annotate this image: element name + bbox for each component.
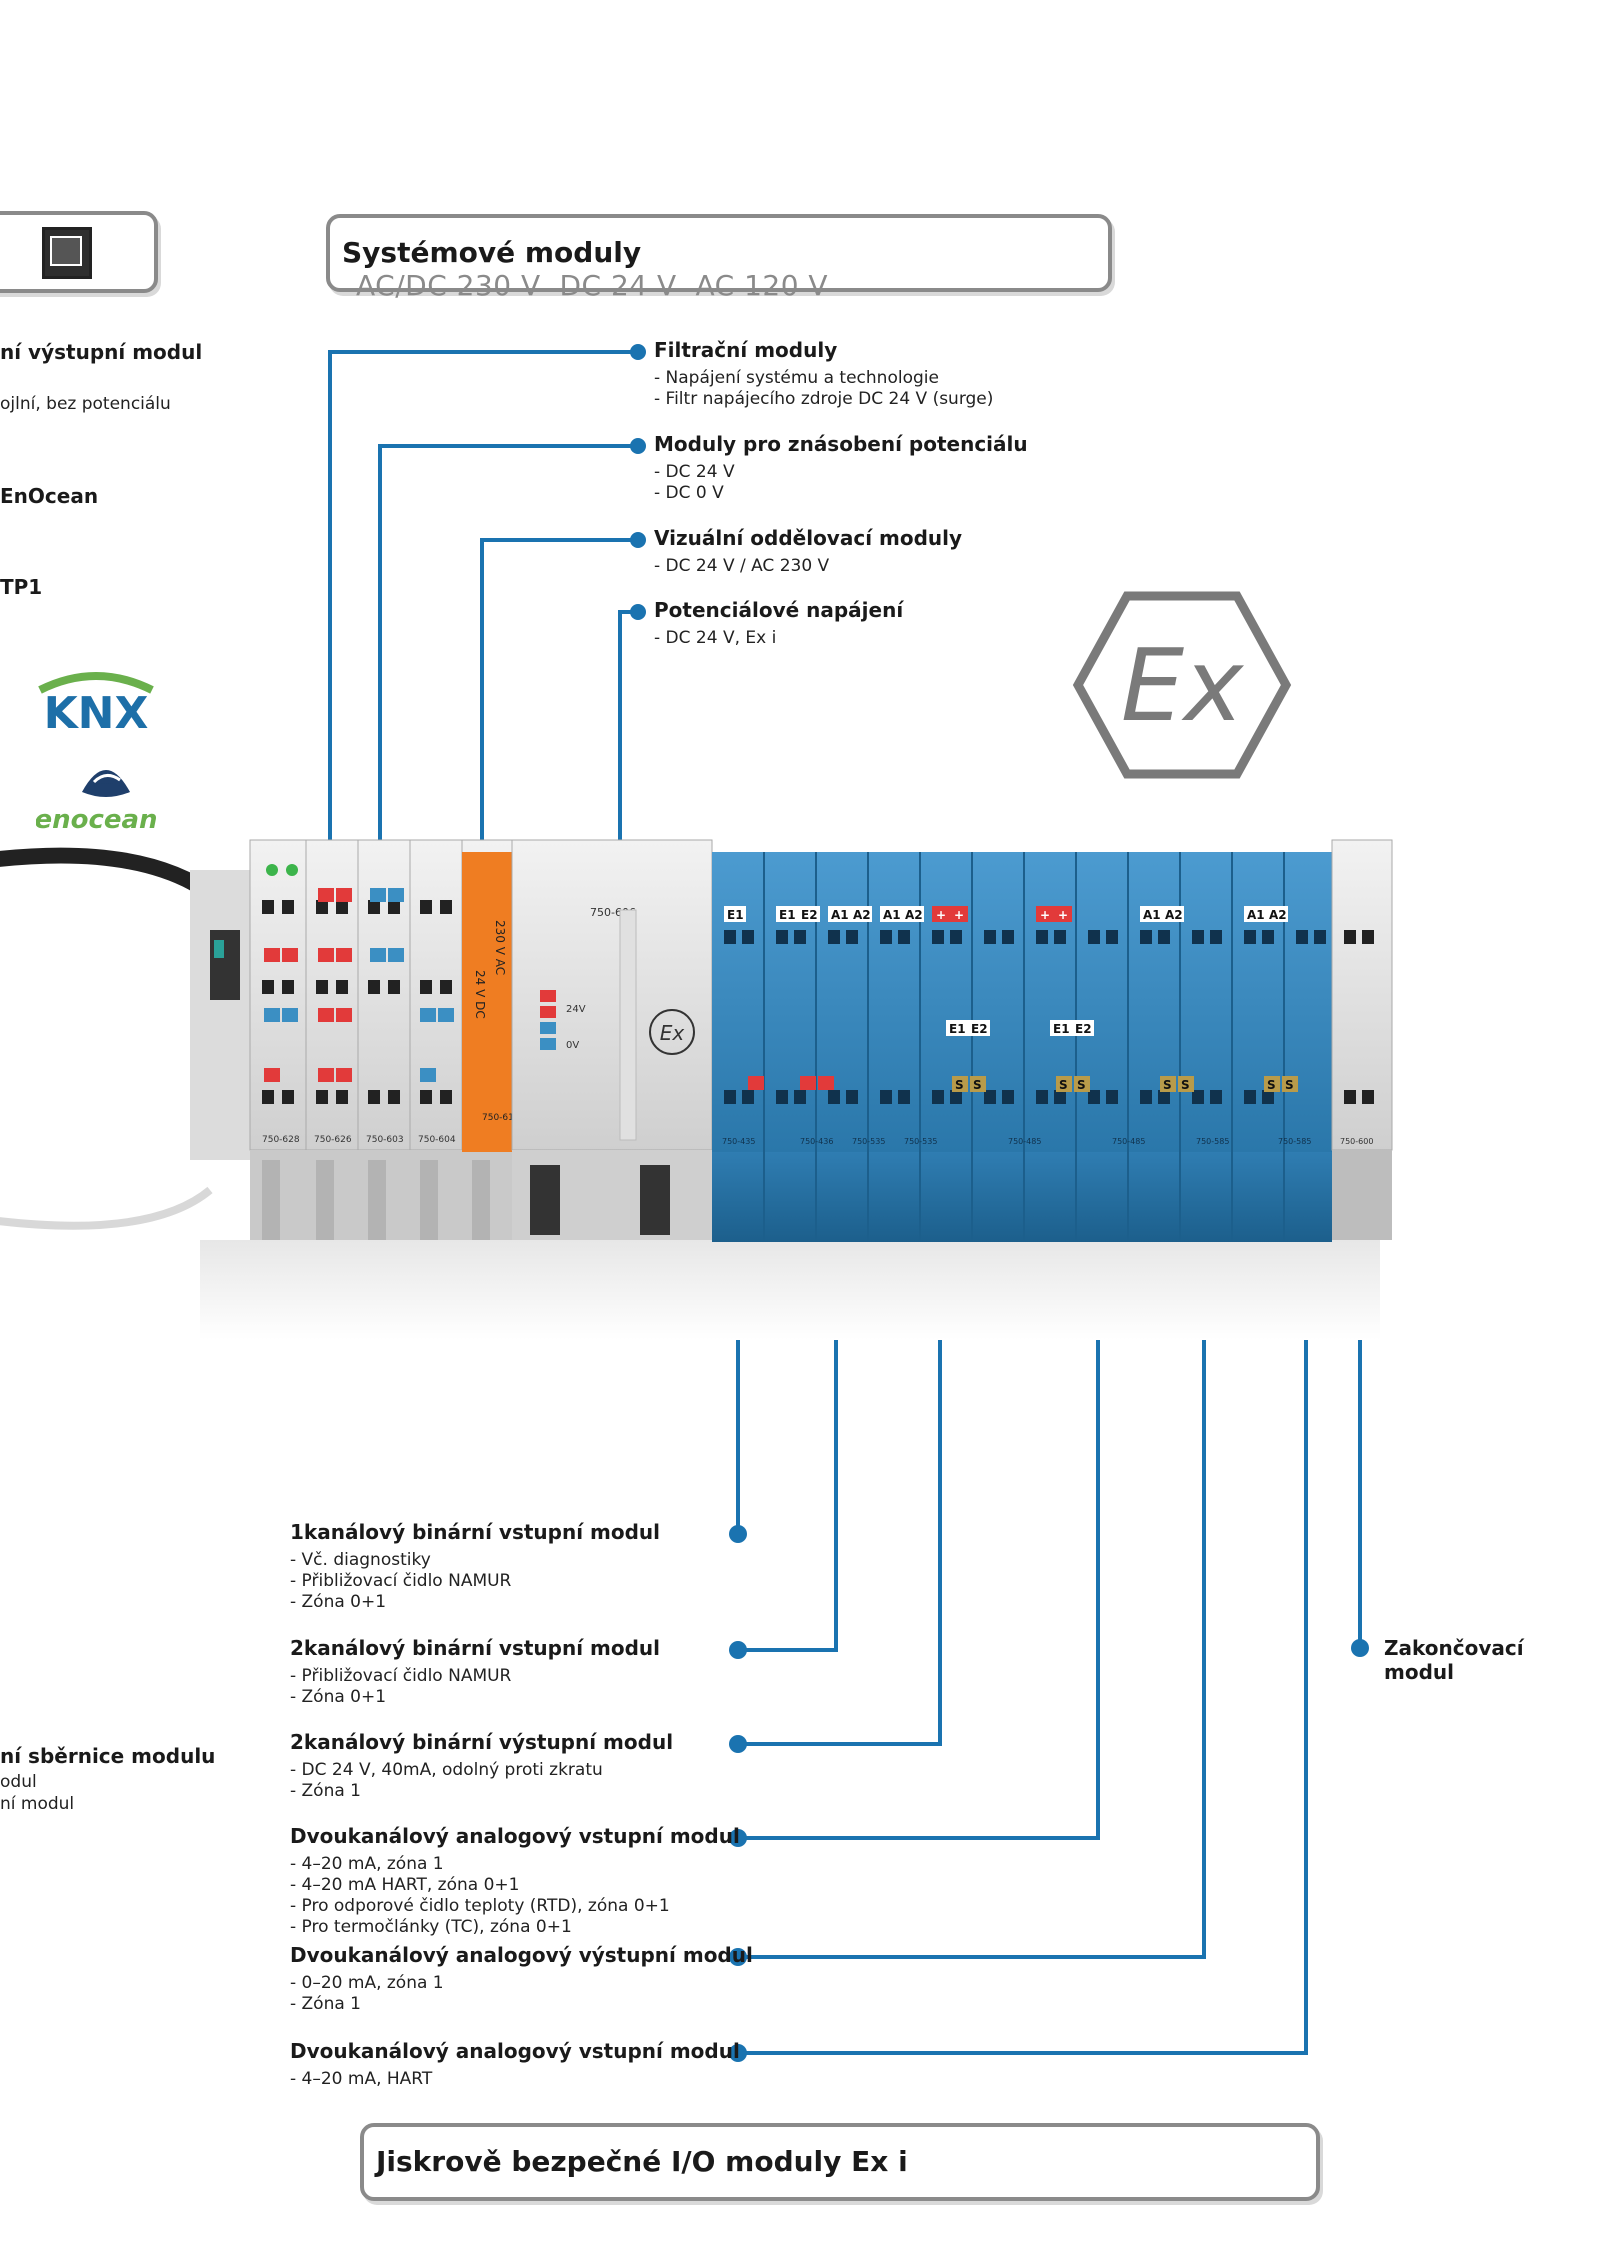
callout-visual-sep: Vizuální oddělovací moduly - DC 24 V / A… <box>654 526 963 576</box>
callout-2ch-analog-input: Dvoukanálový analogový vstupní modul - 4… <box>290 1824 740 1937</box>
grey-module-id: 750-626 <box>314 1135 352 1145</box>
svg-text:E1: E1 <box>949 1022 966 1036</box>
svg-text:S: S <box>1059 1078 1068 1092</box>
grey-module-id: 750-628 <box>262 1135 300 1145</box>
ex-symbol: Ex <box>1072 591 1292 779</box>
svg-text:750-436: 750-436 <box>800 1137 833 1146</box>
svg-text:+: + <box>936 908 946 922</box>
dot-filter <box>630 344 646 360</box>
line-2ch-bin-out <box>738 1340 942 1746</box>
line-filter <box>328 350 638 850</box>
svg-text:Ex: Ex <box>1121 627 1245 744</box>
svg-text:S: S <box>1077 1078 1086 1092</box>
svg-text:+: + <box>954 908 964 922</box>
line-2ch-an-in <box>738 1340 1100 1840</box>
svg-text:S: S <box>1285 1078 1294 1092</box>
svg-text:S: S <box>1163 1078 1172 1092</box>
svg-text:750-616: 750-616 <box>482 1113 520 1123</box>
orange-filter-module: 230 V AC 24 V DC 750-616 <box>462 852 520 1152</box>
line-2ch-bin-in <box>738 1340 838 1652</box>
system-modules-header: Systémové moduly AC/DC 230 V DC 24 V AC … <box>326 214 1112 302</box>
svg-text:24V: 24V <box>566 1004 586 1015</box>
svg-text:A1: A1 <box>1247 908 1265 922</box>
svg-text:E2: E2 <box>801 908 818 922</box>
svg-text:750-535: 750-535 <box>904 1137 937 1146</box>
window-icon <box>42 227 92 279</box>
line-potential-mult <box>378 444 638 850</box>
callout-2ch-binary-input: 2kanálový binární vstupní modul - Přibli… <box>290 1636 661 1707</box>
callout-potential-mult: Moduly pro znásobení potenciálu - DC 24 … <box>654 432 1028 503</box>
svg-text:A2: A2 <box>905 908 923 922</box>
dot-potential-supply <box>630 604 646 620</box>
svg-text:enocean: enocean <box>36 805 158 835</box>
system-modules-title: Systémové moduly <box>342 236 642 269</box>
end-module: 750-600 <box>1331 839 1393 1240</box>
io-device: 750-628 750-626 750-603 750-604 230 V AC… <box>0 839 1393 1340</box>
svg-text:S: S <box>955 1078 964 1092</box>
callout-potential-supply: Potenciálové napájení - DC 24 V, Ex i <box>654 598 904 648</box>
left-output-module-title: ní výstupní modul <box>0 340 203 364</box>
callout-end-module: Zakončovací modul <box>1384 1636 1524 1684</box>
svg-text:A1: A1 <box>831 908 849 922</box>
svg-text:S: S <box>1181 1078 1190 1092</box>
knx-logo: KNX <box>38 672 154 738</box>
left-output-module-line: ojlní, bez potenciálu <box>0 394 171 414</box>
callout-filter: Filtrační moduly - Napájení systému a te… <box>654 338 994 409</box>
svg-text:750-585: 750-585 <box>1278 1137 1311 1146</box>
callout-2ch-analog-output: Dvoukanálový analogový výstupní modul - … <box>290 1943 753 2014</box>
svg-text:KNX: KNX <box>44 688 149 738</box>
left-bus-line-1: odul <box>0 1772 37 1792</box>
svg-text:750-485: 750-485 <box>1112 1137 1145 1146</box>
svg-text:A1: A1 <box>883 908 901 922</box>
svg-text:E2: E2 <box>1075 1022 1092 1036</box>
callout-1ch-binary-input: 1kanálový binární vstupní modul - Vč. di… <box>290 1520 661 1612</box>
svg-text:24 V DC: 24 V DC <box>473 970 487 1019</box>
left-enocean-label: EnOcean <box>0 484 99 508</box>
left-bus-title: ní sběrnice modulu <box>0 1744 216 1768</box>
callout-2ch-binary-output: 2kanálový binární výstupní modul - DC 24… <box>290 1730 674 1801</box>
svg-text:E1: E1 <box>779 908 796 922</box>
line-potential-supply <box>618 610 638 850</box>
center-module: 750-606 24V 0V Ex <box>511 839 713 1240</box>
svg-text:750-535: 750-535 <box>852 1137 885 1146</box>
svg-text:230 V AC: 230 V AC <box>493 920 507 975</box>
system-voltages: AC/DC 230 V DC 24 V AC 120 V <box>356 269 829 302</box>
svg-text:+: + <box>1058 908 1068 922</box>
enocean-logo: enocean <box>36 770 158 835</box>
blue-modules: E1 E1 E2 A1 A2 A1 A2 + + + + A1 A2 A1 A2… <box>712 852 1332 1242</box>
ex-i-modules-header: Jiskrově bezpečné I/O moduly Ex i <box>360 2123 1320 2201</box>
grey-module-id: 750-604 <box>418 1135 456 1145</box>
left-panel-box <box>0 211 158 293</box>
line-2ch-an-out <box>738 1340 1206 1959</box>
svg-text:A2: A2 <box>1165 908 1183 922</box>
line-visual-sep <box>480 538 638 850</box>
callout-2ch-analog-input-hart: Dvoukanálový analogový vstupní modul - 4… <box>290 2039 740 2089</box>
svg-text:A2: A2 <box>1269 908 1287 922</box>
svg-text:S: S <box>973 1078 982 1092</box>
svg-text:E1: E1 <box>1053 1022 1070 1036</box>
dot-visual-sep <box>630 532 646 548</box>
svg-text:A1: A1 <box>1143 908 1161 922</box>
svg-text:E2: E2 <box>971 1022 988 1036</box>
line-2ch-an-in-hart <box>738 1340 1308 2055</box>
left-bus-line-2: ní modul <box>0 1794 75 1814</box>
left-tp1-label: TP1 <box>0 575 43 599</box>
grey-modules <box>249 839 515 1151</box>
svg-text:750-485: 750-485 <box>1008 1137 1041 1146</box>
ex-i-modules-title: Jiskrově bezpečné I/O moduly Ex i <box>376 2145 908 2178</box>
svg-text:S: S <box>1267 1078 1276 1092</box>
grey-module-id: 750-603 <box>366 1135 404 1145</box>
svg-text:750-585: 750-585 <box>1196 1137 1229 1146</box>
svg-text:750-600: 750-600 <box>1340 1137 1373 1146</box>
svg-text:A2: A2 <box>853 908 871 922</box>
svg-text:750-435: 750-435 <box>722 1137 755 1146</box>
svg-text:E1: E1 <box>727 908 744 922</box>
dot-potential-mult <box>630 438 646 454</box>
svg-text:Ex: Ex <box>660 1021 685 1045</box>
svg-text:+: + <box>1040 908 1050 922</box>
svg-text:0V: 0V <box>566 1040 579 1051</box>
